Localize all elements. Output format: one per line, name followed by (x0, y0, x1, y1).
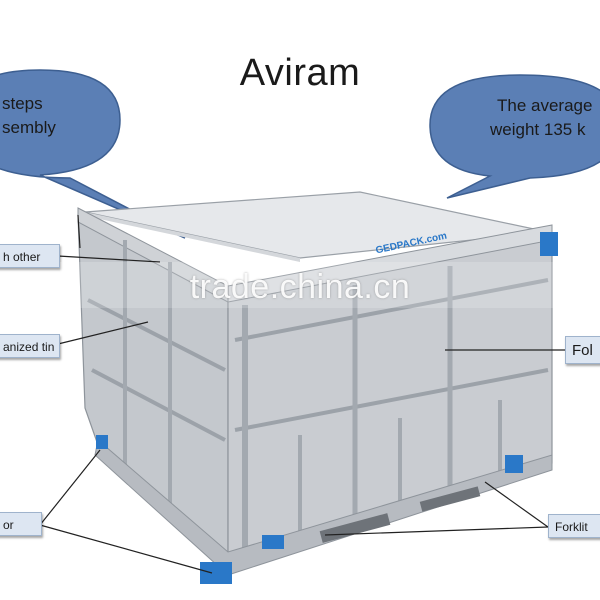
speech-bubble-left (0, 69, 186, 239)
speech-bubble-right (429, 74, 600, 199)
page-title: Aviram (239, 52, 361, 94)
callout-left-bottom: or (0, 512, 42, 536)
callout-right-mid: Fol (565, 336, 600, 364)
bubble-right-line2: weight 135 k (490, 120, 586, 139)
callout-left-top: h other (0, 244, 60, 268)
callout-left-mid: anized tin (0, 334, 60, 358)
bubble-left-line2: sembly (2, 118, 56, 137)
watermark-band (60, 262, 560, 308)
steel-container (77, 191, 558, 584)
bubble-left-line1: steps (2, 94, 43, 113)
bubble-right-line1: The average (497, 96, 593, 115)
watermark: trade.china.cn (189, 268, 411, 306)
callout-right-bottom: Forklit (548, 514, 600, 538)
pointer-lines (39, 214, 565, 574)
